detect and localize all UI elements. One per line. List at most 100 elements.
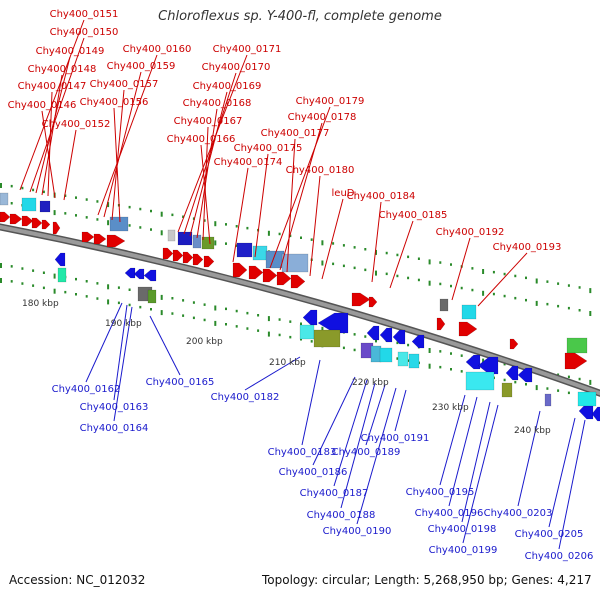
scale-tick <box>107 202 110 208</box>
scale-tick <box>150 228 152 231</box>
scale-tick <box>278 318 281 321</box>
scale-tick <box>407 276 410 280</box>
scale-tick <box>160 294 163 300</box>
scale-tick <box>21 282 24 285</box>
scale-tick <box>471 267 474 270</box>
forward-gene-arrow <box>52 221 61 235</box>
scale-tick <box>396 357 399 360</box>
forward-gene-arrow <box>276 271 292 286</box>
reverse-gene-label: Chy400_0206 <box>525 551 594 562</box>
scale-tick <box>160 211 163 217</box>
scale-tick <box>300 236 302 239</box>
scale-tick <box>396 274 399 278</box>
gene-feature-box <box>147 289 157 304</box>
label-leader-line <box>41 110 56 199</box>
forward-gene-arrow <box>31 217 43 229</box>
gene-feature-box <box>109 216 129 232</box>
scale-tick <box>353 266 356 270</box>
scale-tick <box>107 299 110 305</box>
label-leader-line <box>477 252 528 307</box>
label-leader-line <box>462 404 499 544</box>
scale-tick <box>450 368 452 371</box>
scale-tick <box>332 242 335 245</box>
scale-tick <box>589 288 592 294</box>
scale-tick <box>300 338 302 341</box>
label-leader-line <box>111 89 125 221</box>
scale-tick <box>567 375 570 379</box>
reverse-gene-label: Chy400_0196 <box>415 508 484 519</box>
reverse-gene-label: Chy400_0195 <box>406 487 475 498</box>
label-leader-line <box>448 396 478 507</box>
reverse-gene-label: Chy400_0189 <box>332 447 401 458</box>
label-leader-line <box>301 359 321 446</box>
scale-tick-label: 200 kbp <box>186 337 223 347</box>
label-leader-line <box>244 356 301 391</box>
reverse-gene-label: Chy400_0165 <box>146 377 215 388</box>
scale-tick <box>182 299 185 302</box>
forward-gene-label: Chy400_0168 <box>183 98 252 109</box>
scale-tick <box>64 194 67 197</box>
scale-tick <box>417 257 420 260</box>
label-leader-line <box>321 198 344 280</box>
label-leader-line <box>232 167 249 263</box>
scale-tick <box>300 322 302 325</box>
forward-gene-label: Chy400_0146 <box>8 100 77 111</box>
scale-tick <box>396 341 399 345</box>
label-leader-line <box>548 417 576 528</box>
scale-tick <box>214 240 217 246</box>
scale-tick <box>375 270 377 276</box>
scale-tick-label: 240 kbp <box>514 426 551 436</box>
scale-tick <box>53 210 56 216</box>
scale-tick <box>525 276 527 280</box>
scale-tick <box>21 186 24 190</box>
label-leader-line <box>35 56 71 194</box>
scale-tick <box>535 385 538 391</box>
scale-tick <box>342 346 345 350</box>
gene-feature-box <box>379 347 393 363</box>
gene-feature-box <box>167 229 176 242</box>
scale-tick <box>450 284 452 288</box>
forward-gene-label: Chy400_0149 <box>36 46 105 57</box>
label-leader-line <box>340 382 376 509</box>
scale-tick <box>10 184 13 188</box>
scale-tick <box>75 277 77 281</box>
forward-gene-label: Chy400_0160 <box>123 44 192 55</box>
scale-tick <box>225 323 227 326</box>
label-leader-line <box>312 376 356 466</box>
scale-tick <box>546 280 549 283</box>
label-leader-line <box>439 394 466 486</box>
reverse-gene-arrow <box>379 327 393 343</box>
scale-tick <box>235 244 238 247</box>
scale-tick <box>503 362 506 366</box>
scale-tick <box>428 280 431 286</box>
label-leader-line <box>365 384 386 446</box>
scale-tick <box>10 265 13 268</box>
reverse-gene-label: Chy400_0190 <box>323 526 392 537</box>
gene-feature-box <box>397 351 409 367</box>
scale-tick <box>42 271 45 274</box>
scale-tick-label: 180 kbp <box>22 299 59 309</box>
scale-tick <box>364 268 367 272</box>
forward-gene-arrow <box>368 296 378 308</box>
gene-feature-box <box>21 197 37 212</box>
reverse-gene-arrow <box>143 269 157 282</box>
gene-feature-box <box>408 353 420 369</box>
scale-tick <box>96 297 99 300</box>
reverse-gene-label: Chy400_0203 <box>484 508 553 519</box>
scale-tick <box>64 212 67 215</box>
scale-tick <box>214 221 217 227</box>
reverse-gene-label: Chy400_0198 <box>428 524 497 535</box>
scale-tick <box>85 280 88 283</box>
gene-feature-box <box>281 253 309 273</box>
forward-gene-arrow <box>436 317 446 331</box>
reverse-gene-label: Chy400_0187 <box>300 488 369 499</box>
scale-tick <box>75 293 77 296</box>
scale-tick <box>246 327 249 330</box>
label-leader-line <box>149 315 181 376</box>
scale-tick <box>160 310 163 316</box>
scale-tick <box>332 262 335 266</box>
reverse-gene-label: Chy400_0163 <box>80 402 149 413</box>
scale-tick <box>0 183 2 188</box>
scale-tick <box>482 269 485 274</box>
